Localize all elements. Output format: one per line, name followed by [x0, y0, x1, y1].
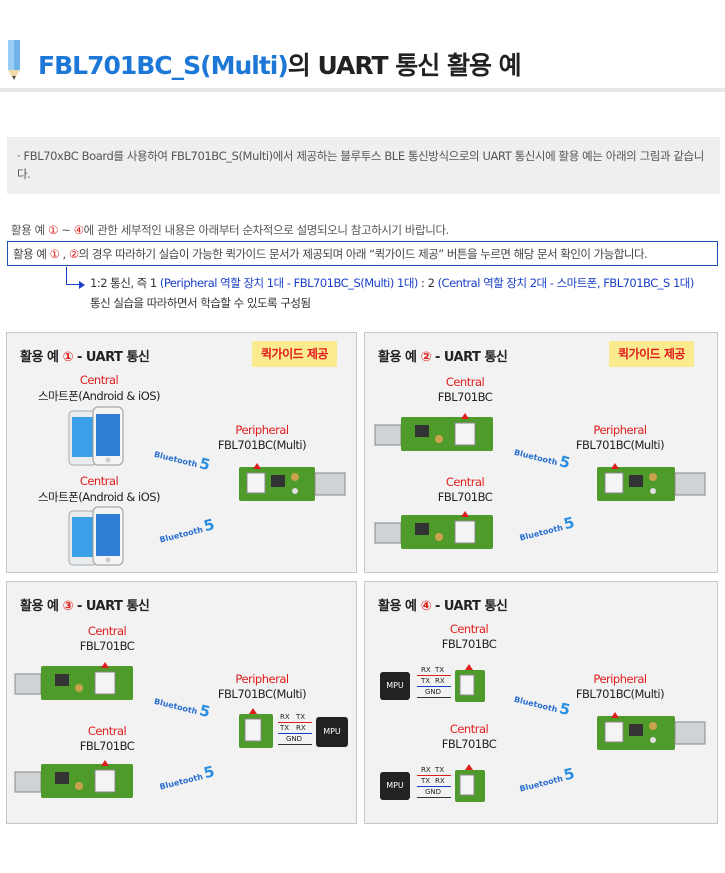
bluetooth5-logo: Bluetooth5 — [518, 764, 577, 794]
arrow-right-icon — [79, 281, 85, 289]
central-label: Central — [79, 373, 119, 387]
note-details: 활용 예 ① ~ ④에 관한 세부적인 내용은 아래부터 순차적으로 설명되오니… — [11, 222, 449, 238]
note-practice: 통신 실습을 따라하면서 학습할 수 있도록 구성됨 — [90, 296, 311, 310]
peripheral-device: FBL701BC(Multi) — [217, 687, 307, 701]
note1-sep: ~ — [57, 223, 74, 237]
note-comm-spec: 1:2 통신, 즉 1 (Peripheral 역할 장치 1대 - FBL70… — [90, 275, 694, 291]
bluetooth5-logo: Bluetooth5 — [513, 447, 573, 473]
page-title: FBL701BC_S(Multi)의 UART 통신 활용 예 — [38, 46, 522, 82]
note3-peripheral: (Peripheral 역할 장치 1대 - FBL701BC_S(Multi)… — [159, 276, 419, 290]
uart-wiring: RX TX TX RX GND — [417, 666, 453, 703]
quickguide-button[interactable]: 퀵가이드 제공 — [252, 341, 337, 367]
note1-text-a: 활용 예 — [11, 223, 49, 237]
fbl701bc-board-icon — [14, 662, 135, 704]
fbl701bc-module-icon — [455, 664, 491, 706]
smartphone-icon — [68, 406, 131, 467]
bluetooth5-logo: Bluetooth5 — [158, 515, 217, 545]
note-arrow-line — [66, 267, 80, 285]
pencil-icon — [8, 40, 20, 80]
fbl701bc-board-icon — [597, 712, 707, 754]
usage-panel-1: 활용 예 ① - UART 통신 퀵가이드 제공 Central 스마트폰(An… — [6, 332, 357, 573]
note3-central: (Central 역할 장치 2대 - 스마트폰, FBL701BC_S 1대) — [437, 276, 695, 290]
peripheral-device: FBL701BC(Multi) — [575, 687, 665, 701]
central-device: 스마트폰(Android & iOS) — [37, 389, 161, 403]
note3-text-c: : 2 — [417, 276, 438, 290]
usage-panel-3: 활용 예 ③ - UART 통신 Central FBL701BC Centra… — [6, 581, 357, 824]
central-label-2: Central — [79, 474, 119, 488]
usage-panel-4: 활용 예 ④ - UART 통신 Central FBL701BC MPU RX… — [364, 581, 718, 824]
uart-wiring: RX TX TX RX GND — [278, 713, 314, 750]
note2-text-a: 활용 예 — [13, 247, 50, 261]
note2-sep: , — [59, 247, 69, 261]
central-label: Central — [449, 622, 489, 636]
central-device-2: 스마트폰(Android & iOS) — [37, 490, 161, 504]
central-label-2: Central — [87, 724, 127, 738]
title-suffix: 의 UART 통신 활용 예 — [287, 51, 522, 80]
usage-panel-2: 활용 예 ② - UART 통신 퀵가이드 제공 Central FBL701B… — [364, 332, 718, 573]
fbl701bc-board-icon — [374, 413, 495, 455]
title-product: FBL701BC_S(Multi) — [38, 51, 289, 80]
panel-title: 활용 예 ① - UART 통신 — [20, 350, 150, 365]
quickguide-button[interactable]: 퀵가이드 제공 — [609, 341, 694, 367]
note1-num-4: ④ — [73, 223, 84, 237]
peripheral-label: Peripheral — [593, 423, 647, 437]
note2-num-1: ① — [49, 247, 60, 261]
smartphone-icon — [68, 506, 131, 567]
mpu-chip-icon: MPU — [316, 717, 348, 747]
bluetooth5-logo: Bluetooth5 — [153, 449, 213, 475]
central-device-2: FBL701BC — [441, 737, 497, 751]
central-device-2: FBL701BC — [79, 739, 135, 753]
peripheral-label: Peripheral — [235, 672, 289, 686]
note1-text-b: 에 관한 세부적인 내용은 아래부터 순차적으로 설명되오니 참고하시기 바랍니… — [83, 223, 450, 237]
bluetooth5-logo: Bluetooth5 — [513, 694, 573, 720]
central-label: Central — [87, 624, 127, 638]
peripheral-label: Peripheral — [235, 423, 289, 437]
note2-text-b: 의 경우 따라하기 실습이 가능한 퀵가이드 문서가 제공되며 아래 “퀵가이드… — [78, 247, 648, 261]
panel-title: 활용 예 ③ - UART 통신 — [20, 599, 150, 614]
central-device: FBL701BC — [441, 637, 497, 651]
fbl701bc-board-icon — [597, 463, 707, 505]
note-quickguide-box: 활용 예 ① , ②의 경우 따라하기 실습이 가능한 퀵가이드 문서가 제공되… — [7, 241, 718, 266]
uart-wiring: RX TX TX RX GND — [417, 766, 453, 803]
bluetooth5-logo: Bluetooth5 — [153, 696, 213, 722]
fbl701bc-module-icon — [455, 764, 491, 806]
page-header: FBL701BC_S(Multi)의 UART 통신 활용 예 — [0, 0, 725, 92]
note2-num-2: ② — [68, 247, 79, 261]
bluetooth5-logo: Bluetooth5 — [158, 762, 217, 792]
note3-text-a: 1:2 통신, 즉 1 — [90, 276, 160, 290]
bluetooth5-logo: Bluetooth5 — [518, 513, 577, 543]
header-divider — [0, 88, 725, 92]
panel-title: 활용 예 ② - UART 통신 — [378, 350, 508, 365]
intro-box: · FBL70xBC Board를 사용하여 FBL701BC_S(Multi)… — [7, 137, 720, 194]
fbl701bc-board-icon — [239, 463, 347, 505]
fbl701bc-board-icon — [14, 760, 135, 802]
peripheral-label: Peripheral — [593, 672, 647, 686]
peripheral-device: FBL701BC(Multi) — [575, 438, 665, 452]
fbl701bc-module-icon — [239, 708, 275, 750]
central-label-2: Central — [449, 722, 489, 736]
central-label-2: Central — [445, 475, 485, 489]
central-device-2: FBL701BC — [437, 490, 493, 504]
intro-text: · FBL70xBC Board를 사용하여 FBL701BC_S(Multi)… — [17, 149, 704, 181]
panel-title: 활용 예 ④ - UART 통신 — [378, 599, 508, 614]
note1-num-1: ① — [48, 223, 58, 237]
central-device: FBL701BC — [79, 639, 135, 653]
fbl701bc-board-icon — [374, 511, 495, 553]
mpu-chip-icon: MPU — [380, 672, 410, 700]
central-device: FBL701BC — [437, 390, 493, 404]
central-label: Central — [445, 375, 485, 389]
mpu-chip-icon: MPU — [380, 772, 410, 800]
peripheral-device: FBL701BC(Multi) — [217, 438, 307, 452]
